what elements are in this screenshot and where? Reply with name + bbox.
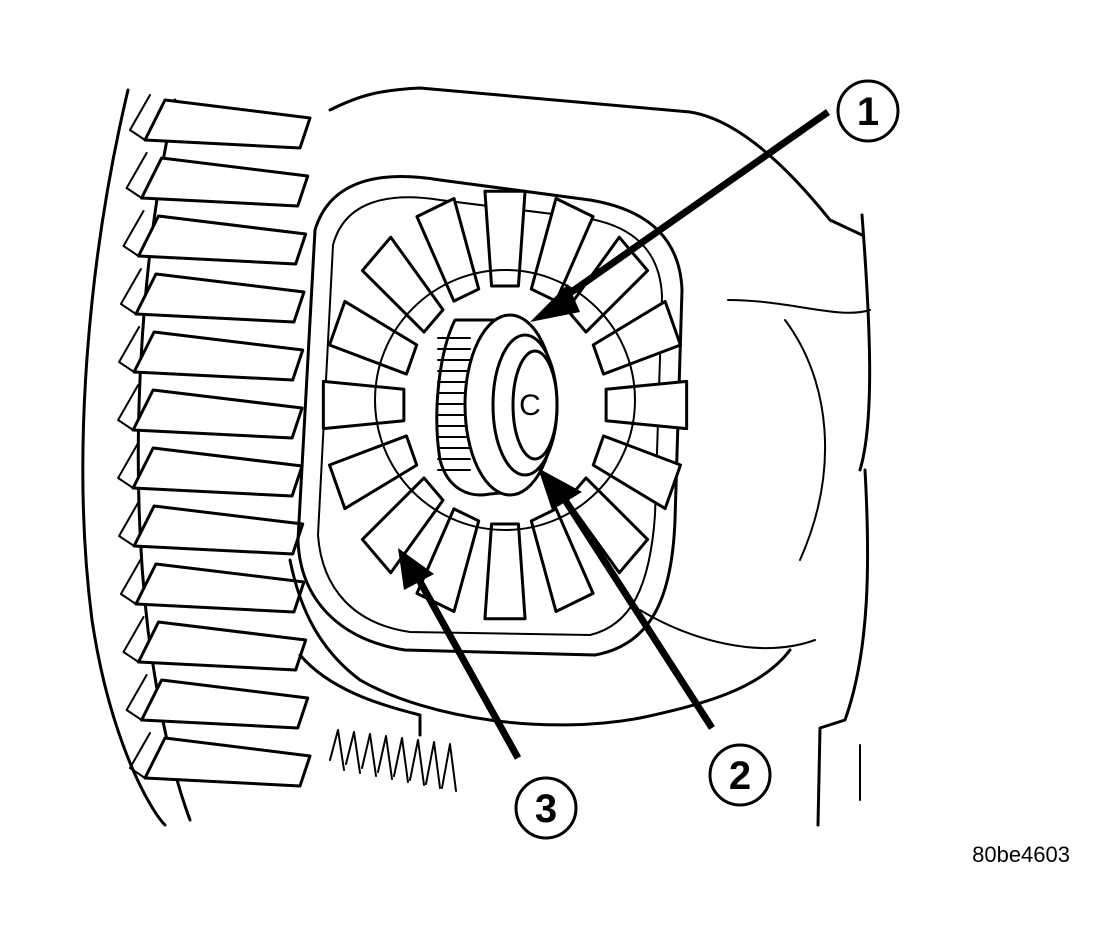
ring-gear-tooth-edge bbox=[118, 326, 141, 373]
ring-gear-tooth bbox=[134, 272, 306, 324]
ring-gear-tooth bbox=[143, 98, 312, 150]
callout-3: 3 bbox=[514, 776, 578, 840]
bottom-gear-teeth bbox=[329, 729, 457, 792]
ring-gear-tooth-edge bbox=[125, 674, 148, 721]
ring-gear-tooth bbox=[140, 156, 310, 208]
side-gear-tooth bbox=[565, 235, 650, 334]
callout-3-label: 3 bbox=[535, 787, 557, 831]
ring-gear-tooth bbox=[132, 504, 305, 556]
side-gear-tooth bbox=[591, 299, 682, 376]
side-gear-tooth bbox=[529, 507, 595, 613]
ring-gear-tooth bbox=[137, 214, 308, 266]
ring-gear bbox=[81, 88, 312, 827]
figure-code: 80be4603 bbox=[972, 842, 1070, 867]
side-gear-tooth bbox=[360, 235, 445, 334]
bottom-gear-tooth bbox=[441, 743, 457, 792]
ring-gear-tooth-edge bbox=[119, 268, 142, 315]
side-gear-tooth bbox=[483, 189, 527, 288]
callout-1-arrowhead bbox=[530, 284, 580, 322]
callout-1-label: 1 bbox=[857, 90, 879, 134]
side-gear-tooth bbox=[591, 434, 682, 511]
ring-gear-tooth-edge bbox=[125, 152, 148, 199]
side-gear-tooth bbox=[321, 379, 406, 431]
pinion-mate-gear: C bbox=[435, 313, 559, 497]
ring-gear-tooth-edge bbox=[118, 500, 141, 547]
ring-gear-tooth bbox=[131, 446, 304, 498]
ring-gear-tooth-edge bbox=[122, 616, 145, 663]
ring-gear-tooth bbox=[137, 620, 308, 672]
callout-2: 2 bbox=[708, 743, 772, 807]
ring-gear-tooth-edge bbox=[122, 210, 145, 257]
bottom-gear-tooth bbox=[393, 737, 409, 783]
bottom-gear-tooth bbox=[425, 741, 441, 789]
ring-gear-tooth bbox=[131, 388, 304, 440]
ring-gear-tooth-edge bbox=[129, 732, 151, 779]
differential-case bbox=[288, 86, 872, 827]
ring-gear-tooth bbox=[134, 562, 306, 614]
side-gear-tooth bbox=[604, 379, 689, 431]
side-gear-tooth bbox=[529, 197, 595, 303]
ring-gear-tooth bbox=[143, 736, 312, 788]
side-gear-tooth bbox=[328, 434, 419, 511]
callout-2-arrowhead bbox=[538, 468, 582, 510]
callout-2-arrow bbox=[562, 498, 715, 730]
side-gear bbox=[321, 189, 689, 621]
ring-gear-tooth-edge bbox=[117, 442, 140, 489]
bottom-gear-tooth bbox=[345, 731, 361, 774]
side-gear-tooth bbox=[483, 522, 527, 621]
callout-arrows bbox=[398, 109, 831, 760]
callout-3-arrow bbox=[414, 576, 522, 760]
ring-gear-tooth-edge bbox=[119, 558, 142, 605]
cap-mark-label: C bbox=[519, 389, 541, 422]
bottom-gear-tooth bbox=[329, 729, 345, 771]
side-gear-tooth bbox=[328, 299, 419, 376]
callout-2-label: 2 bbox=[729, 754, 751, 798]
ring-gear-tooth-edge bbox=[117, 384, 140, 431]
callout-1: 1 bbox=[836, 79, 900, 143]
bottom-gear-tooth bbox=[361, 733, 377, 777]
callout-3-arrowhead bbox=[398, 548, 434, 590]
ring-gear-tooth bbox=[140, 678, 310, 730]
ring-gear-tooth bbox=[132, 330, 305, 382]
bottom-gear-tooth bbox=[377, 735, 393, 780]
side-gear-tooth bbox=[415, 197, 481, 303]
bottom-gear-tooth bbox=[409, 739, 425, 786]
ring-gear-tooth-edge bbox=[129, 94, 151, 141]
callout-1-arrow bbox=[557, 109, 831, 303]
side-gear-tooth bbox=[415, 507, 481, 613]
